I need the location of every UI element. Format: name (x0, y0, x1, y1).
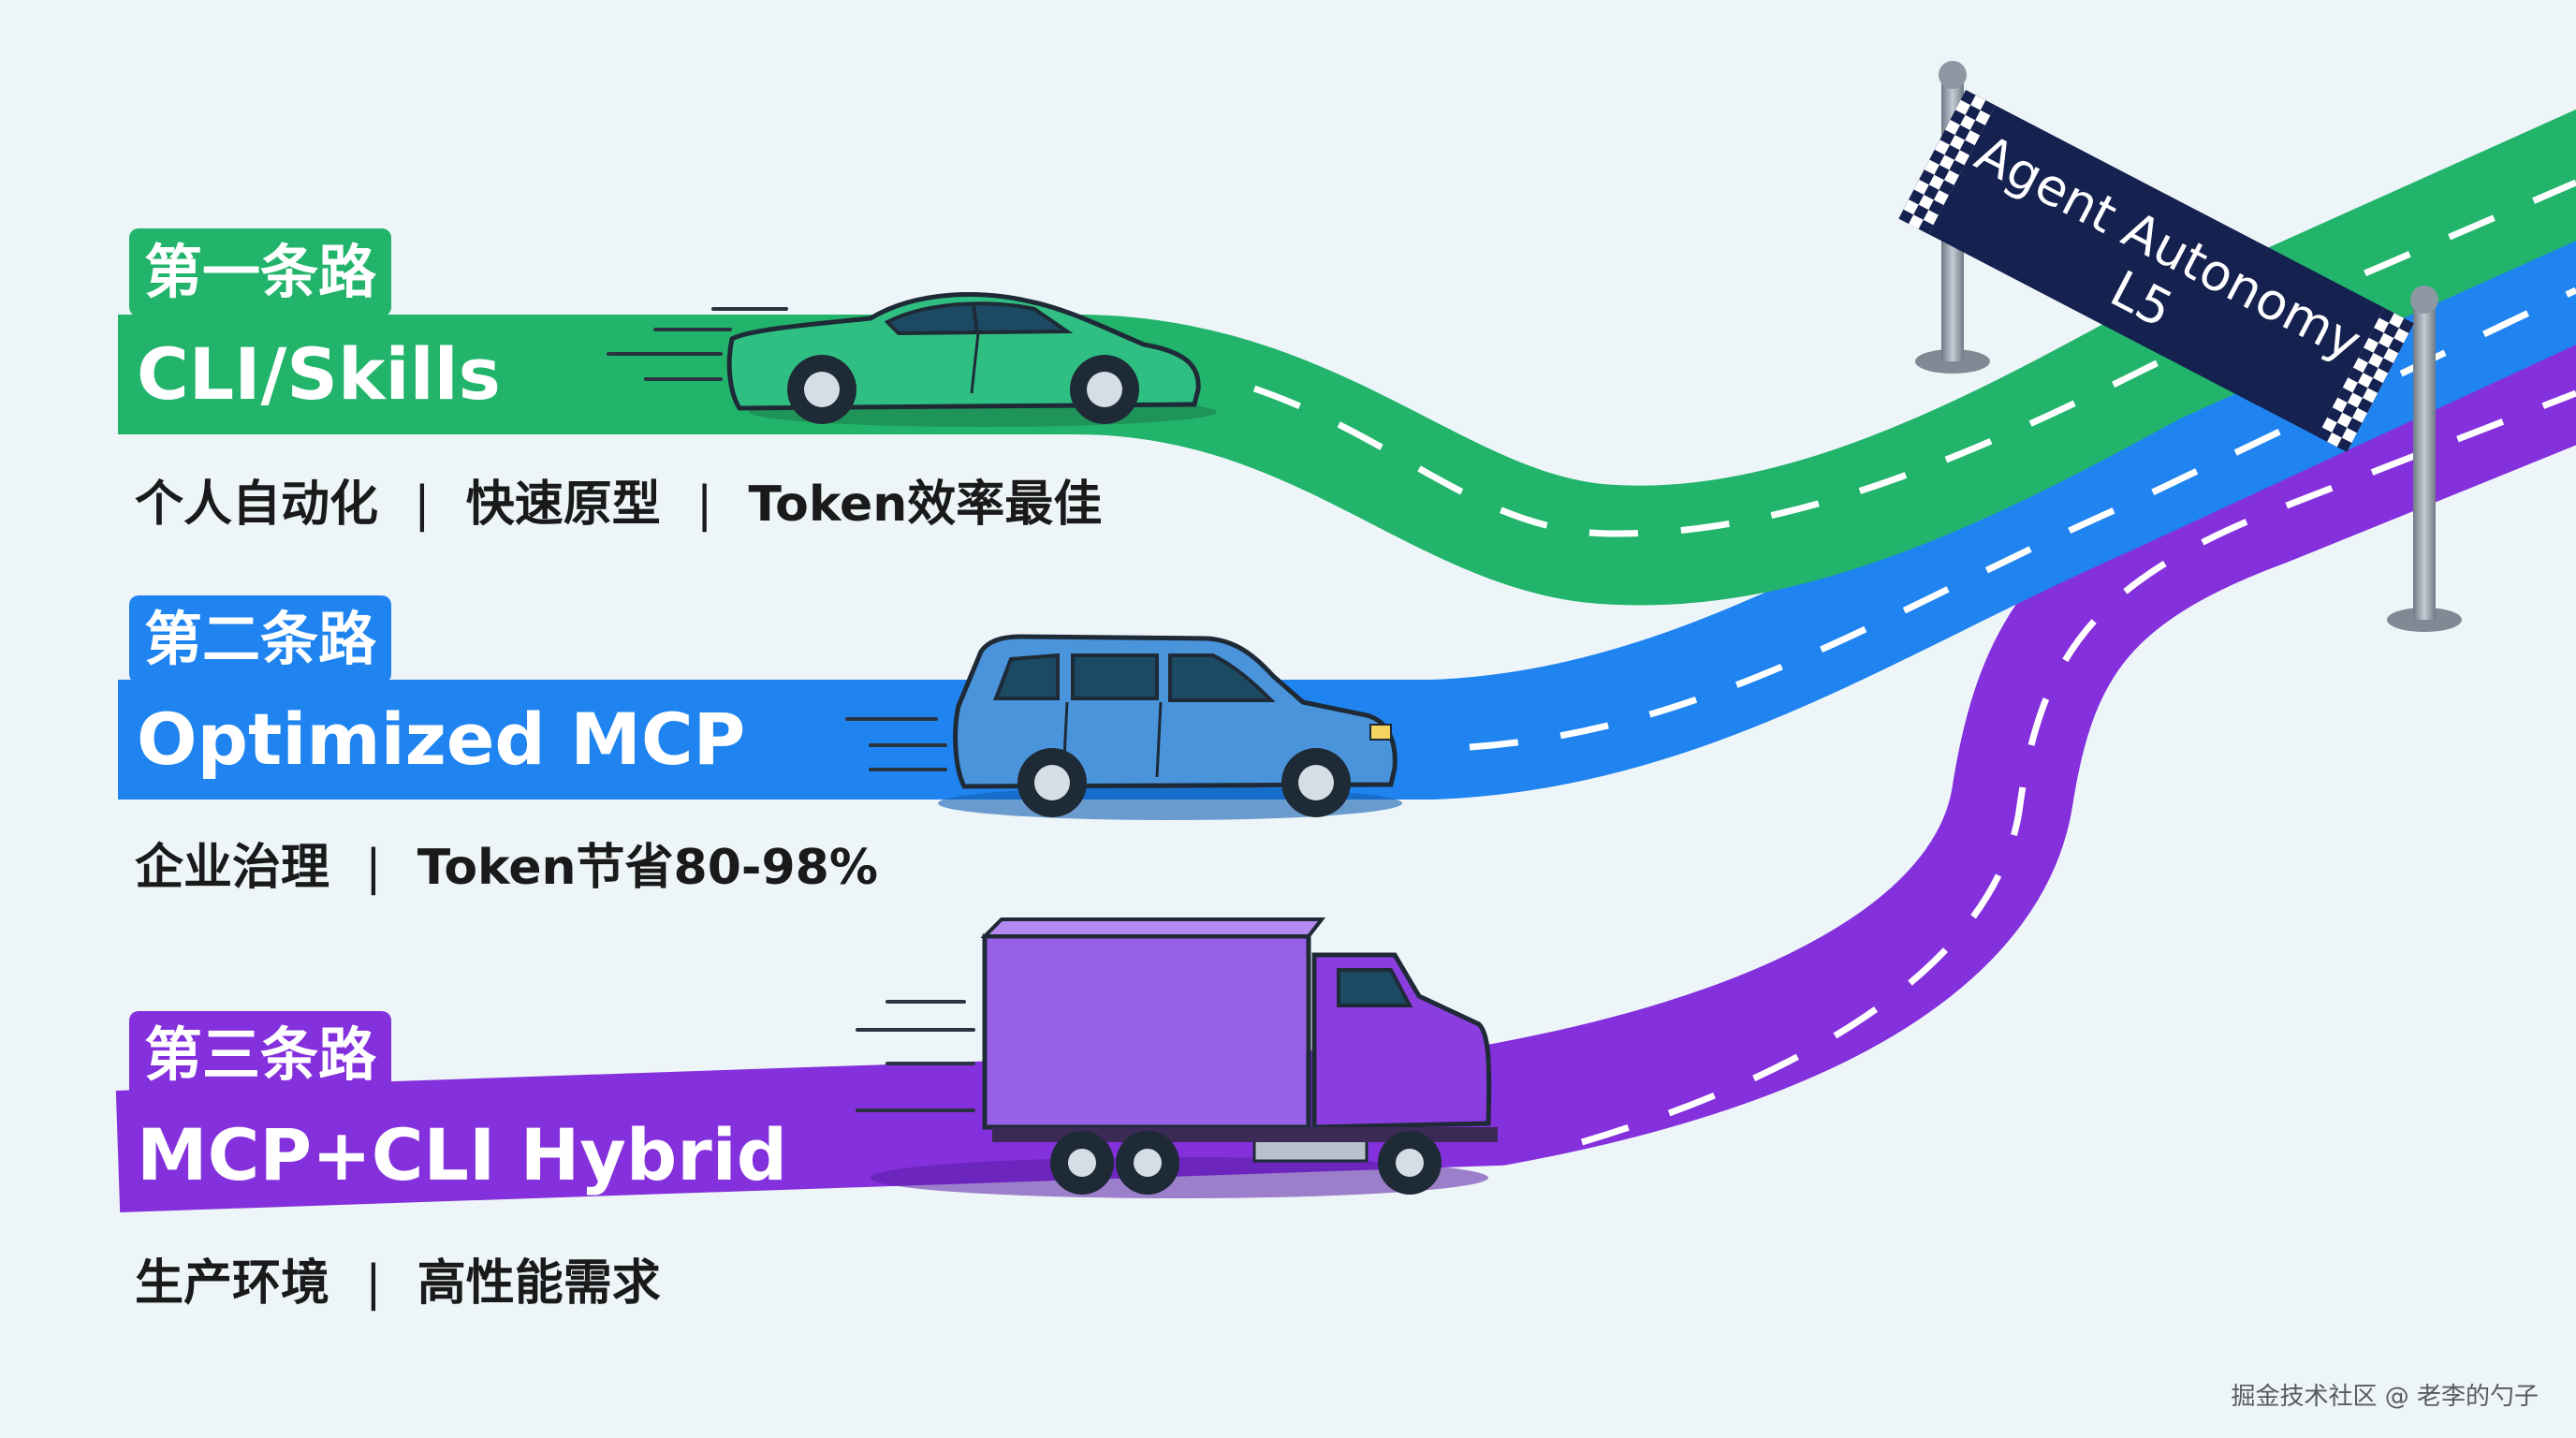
truck-icon (856, 917, 1498, 1198)
separator: | (365, 1255, 382, 1312)
road-1-title: CLI/Skills (137, 332, 501, 416)
road-2-title: Optimized MCP (137, 697, 746, 781)
road-2-tag: 第二条路 (129, 595, 392, 683)
separator: | (414, 477, 431, 533)
watermark: 掘金技术社区 @ 老李的勺子 (2231, 1383, 2539, 1411)
road-3-feature-1: 生产环境 (135, 1255, 330, 1312)
separator: | (695, 477, 713, 533)
sports-car-icon (607, 292, 1217, 427)
road-3-purple (115, 314, 2576, 1212)
lane-markings-3 (1580, 389, 2576, 1146)
road-1-features: 个人自动化 | 快速原型 | Token效率最佳 (135, 464, 1102, 535)
road-2-feature-2: Token节省80-98% (417, 840, 878, 896)
checkered-flag-right (2317, 307, 2414, 452)
road-2-features: 企业治理 | Token节省80-98% (135, 828, 878, 898)
truck-cargo-box (982, 933, 1311, 1130)
road-3-feature-2: 高性能需求 (417, 1255, 661, 1312)
road-3-features: 生产环境 | 高性能需求 (135, 1243, 661, 1313)
checkered-flag-left (1898, 90, 1996, 235)
road-1-feature-3: Token效率最佳 (748, 477, 1103, 533)
road-3-tag: 第三条路 (129, 1011, 392, 1099)
road-2-feature-1: 企业治理 (135, 840, 330, 896)
road-1-feature-1: 个人自动化 (135, 477, 379, 533)
road-2-blue (118, 213, 2576, 800)
road-1-feature-2: 快速原型 (465, 477, 661, 533)
road-1-tag: 第一条路 (129, 228, 392, 316)
road-3-title: MCP+CLI Hybrid (137, 1113, 788, 1196)
lane-markings-2 (1469, 286, 2576, 751)
gate-pole-right (2413, 300, 2436, 620)
suv-icon (845, 634, 1402, 820)
separator: | (365, 840, 382, 896)
road-1-green (118, 109, 2576, 606)
